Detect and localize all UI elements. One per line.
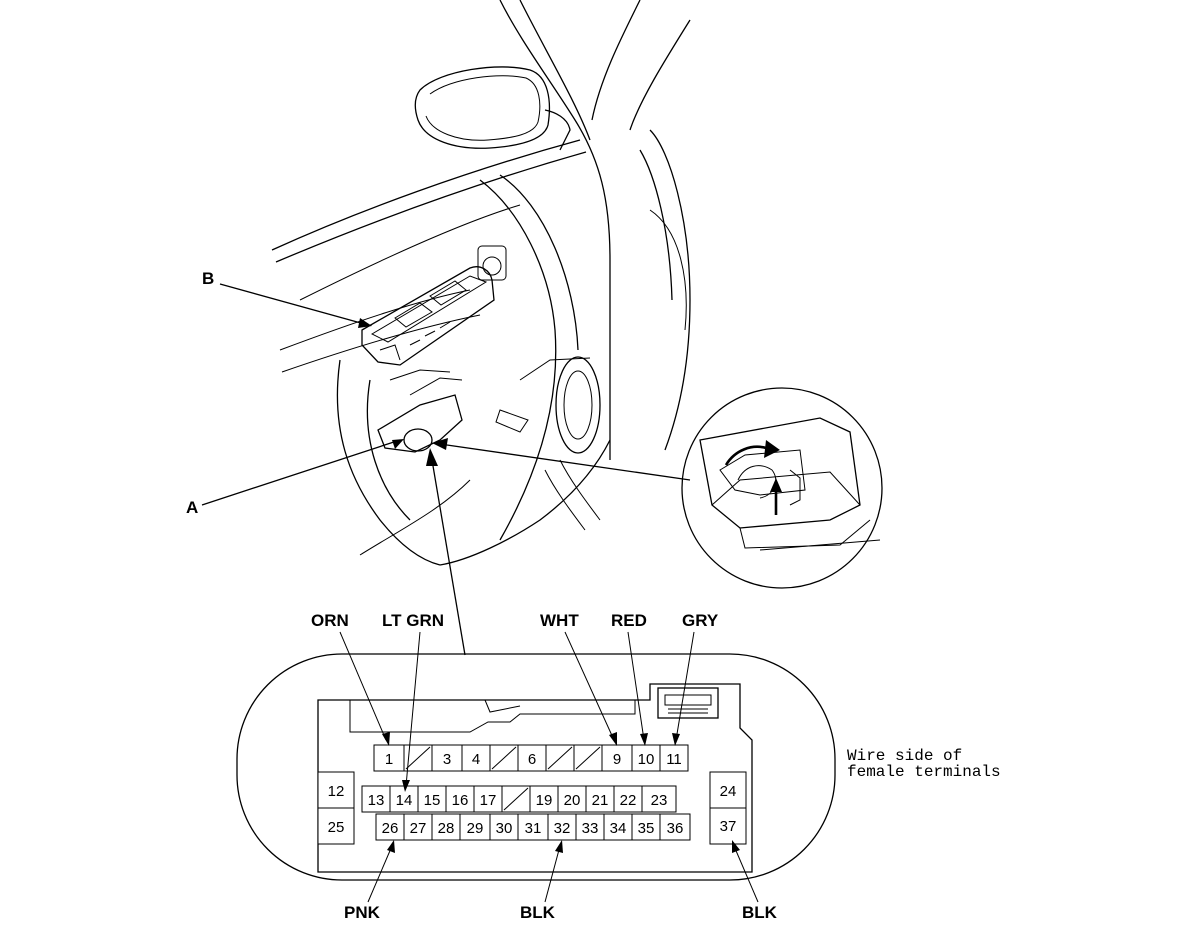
terminal-35: 35	[638, 820, 655, 837]
terminal-11: 11	[666, 751, 682, 768]
terminal-17: 17	[480, 792, 497, 809]
terminal-19: 19	[536, 792, 553, 809]
wire-color-blk-center: BLK	[520, 903, 556, 922]
switch-connector	[377, 394, 463, 453]
terminal-30: 30	[496, 820, 513, 837]
terminal-13: 13	[368, 792, 385, 809]
connector-face	[236, 653, 836, 881]
terminal-29: 29	[467, 820, 484, 837]
power-window-switch	[361, 266, 495, 366]
terminal-10: 10	[638, 751, 655, 768]
terminal-36: 36	[667, 820, 684, 837]
terminal-16: 16	[452, 792, 469, 809]
terminal-1: 1	[385, 751, 393, 768]
callout-b-label: B	[202, 269, 214, 288]
door-speaker	[555, 356, 601, 454]
terminal-cavities	[317, 744, 747, 845]
terminal-15: 15	[424, 792, 441, 809]
callout-a-label: A	[186, 498, 198, 517]
connector-outline	[236, 653, 836, 881]
wire-color-wht: WHT	[540, 611, 579, 630]
wire-color-pnk: PNK	[344, 903, 381, 922]
wire-color-orn: ORN	[311, 611, 349, 630]
wire-color-blk-right: BLK	[742, 903, 778, 922]
wire-color-gry: GRY	[682, 611, 719, 630]
terminal-22: 22	[620, 792, 637, 809]
door-illustration	[271, 0, 691, 566]
terminal-numbers: 1 3 4 6 9 10 11 12 13 14 15 16 17 19 20 …	[328, 751, 737, 837]
terminal-6: 6	[528, 751, 536, 768]
wire-color-red: RED	[611, 611, 647, 630]
terminal-34: 34	[610, 820, 627, 837]
terminal-31: 31	[525, 820, 542, 837]
terminal-12: 12	[328, 783, 345, 800]
terminal-23: 23	[651, 792, 668, 809]
terminal-20: 20	[564, 792, 581, 809]
terminal-21: 21	[592, 792, 609, 809]
terminal-27: 27	[410, 820, 427, 837]
connector-view-note-line1: Wire side of	[847, 747, 962, 765]
latch-detail-view	[681, 387, 883, 589]
terminal-9: 9	[613, 751, 621, 768]
terminal-25: 25	[328, 819, 345, 836]
wire-color-lt-grn: LT GRN	[382, 611, 444, 630]
terminal-3: 3	[443, 751, 451, 768]
terminal-14: 14	[396, 792, 413, 809]
wire-color-callouts: ORN LT GRN WHT RED GRY PNK BLK BLK	[311, 611, 778, 922]
terminal-24: 24	[720, 783, 737, 800]
terminal-37: 37	[720, 818, 737, 835]
terminal-26: 26	[382, 820, 399, 837]
terminal-28: 28	[438, 820, 455, 837]
terminal-33: 33	[582, 820, 599, 837]
empty-cavity-marks	[405, 746, 601, 811]
terminal-32: 32	[554, 820, 571, 837]
side-mirror	[414, 66, 551, 149]
connector-view-note-line2: female terminals	[847, 763, 1001, 781]
terminal-4: 4	[472, 751, 480, 768]
